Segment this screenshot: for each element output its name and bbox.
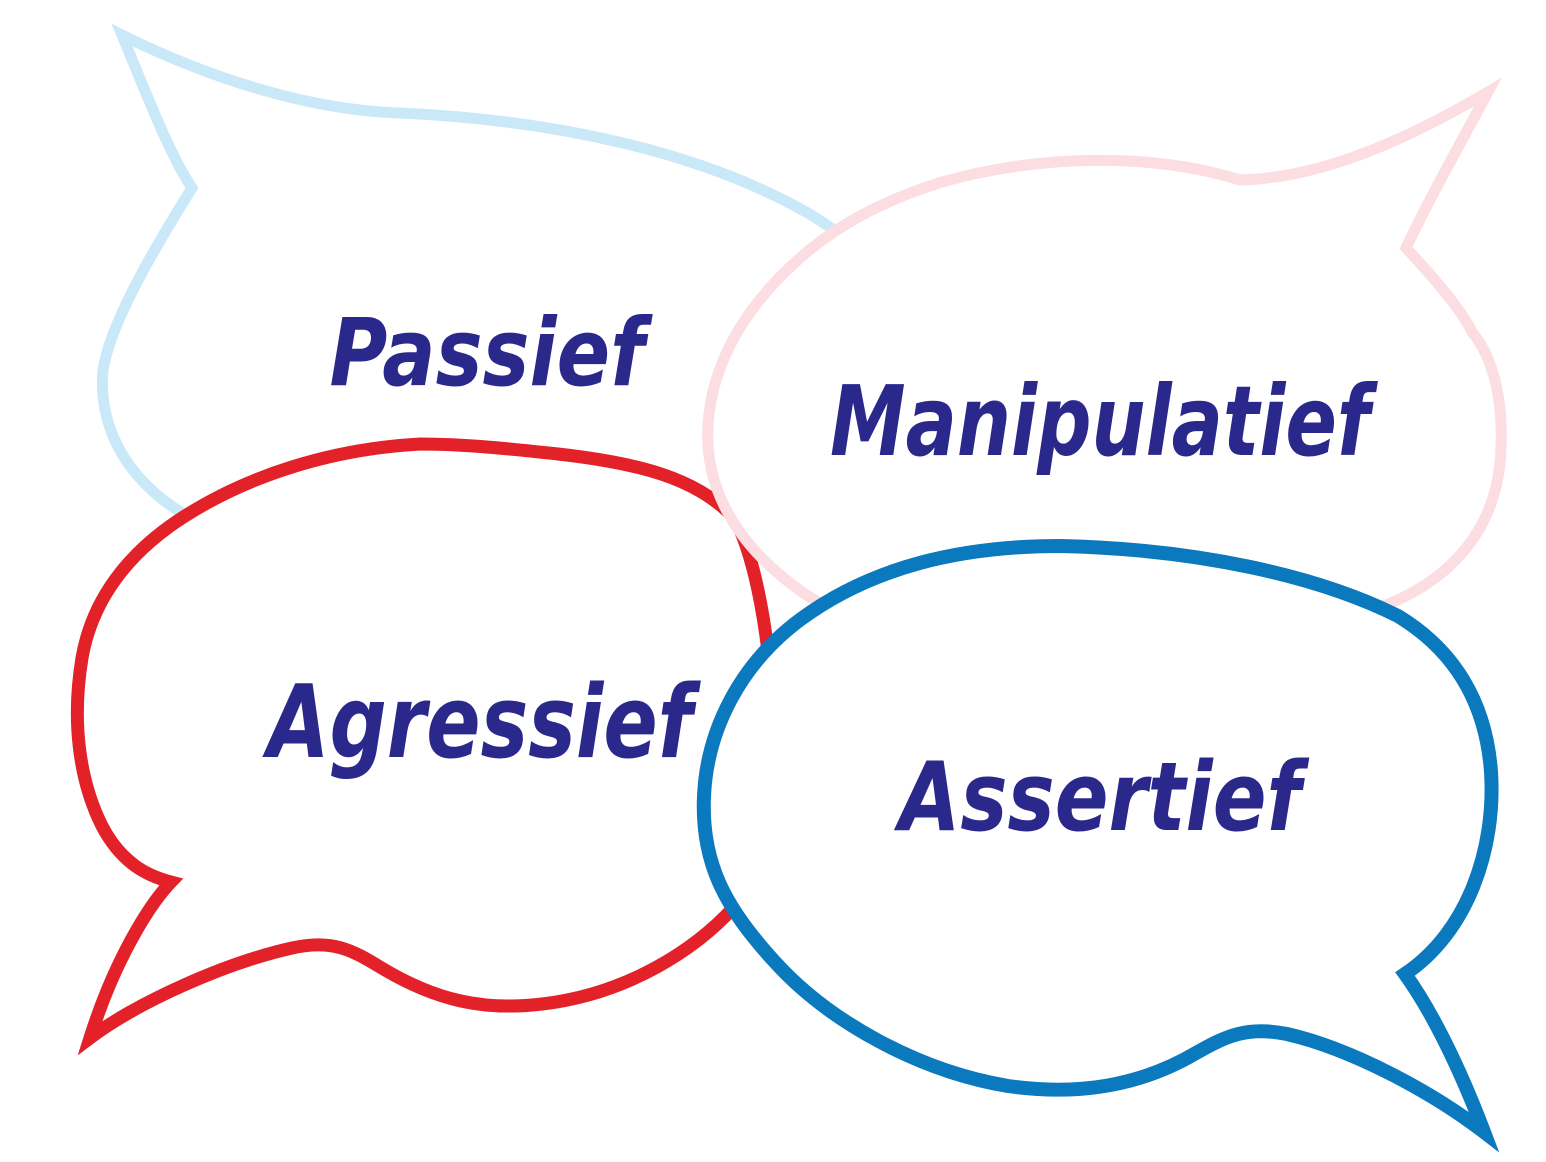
- label-agressief: Agressief: [262, 663, 701, 781]
- label-manipulatief: Manipulatief: [830, 365, 1378, 478]
- label-assertief: Assertief: [893, 743, 1310, 853]
- label-passief: Passief: [330, 299, 653, 408]
- bubble-assertief: [696, 538, 1500, 1153]
